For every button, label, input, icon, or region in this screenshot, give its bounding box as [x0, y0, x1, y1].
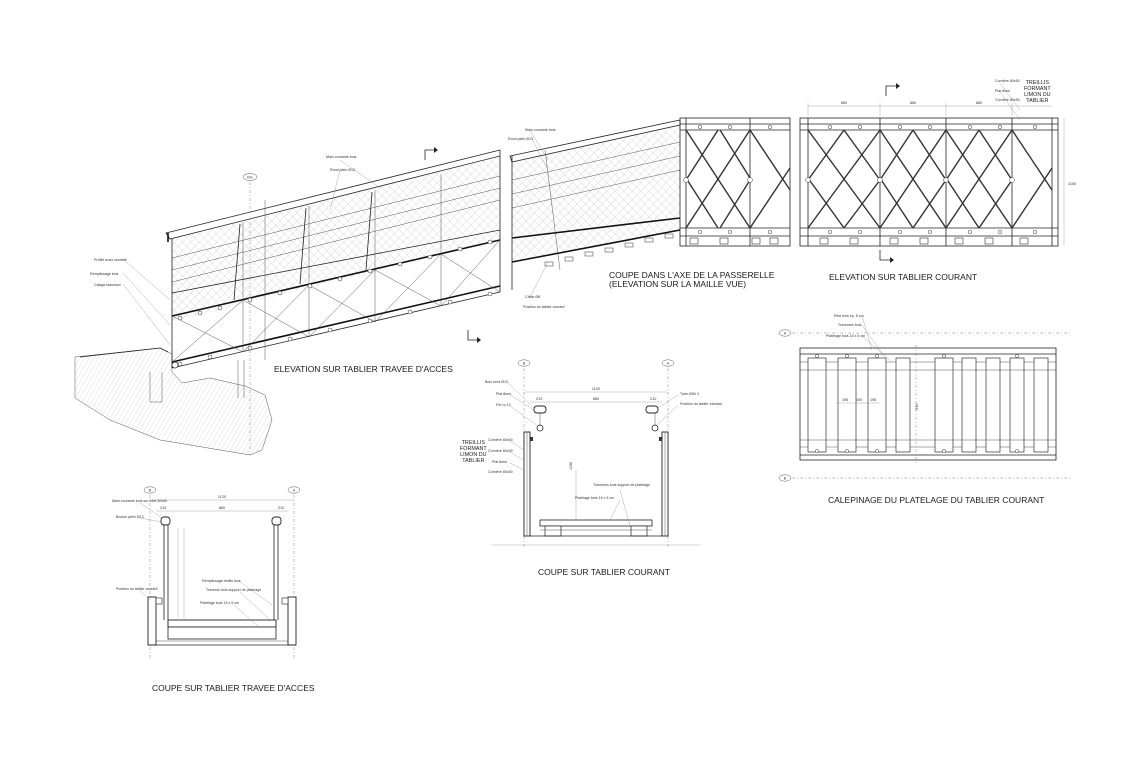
note: Plat 8mm: [492, 460, 507, 464]
title-section-axis-line1: COUPE DANS L'AXE DE LA PASSERELLE: [609, 270, 775, 280]
title-section-access-span: COUPE SUR TABLIER TRAVEE D'ACCES: [152, 683, 315, 693]
dim-panel: 860: [841, 101, 847, 105]
note: Platelage bois 15 x 5 cm: [200, 601, 239, 605]
section-current-notes: Bois rond Ø13 Plat 8mm Fer rp 10 Cornièr…: [485, 380, 722, 527]
section-access-span: B A 1120 210 860 210 Main courante bois …: [112, 486, 301, 660]
truss-label-section-line: TABLIER: [462, 458, 485, 464]
note: Platelage bois 15 x 5 cm: [826, 334, 865, 338]
dim: 210: [536, 397, 542, 401]
note: Calage tasseaux: [94, 283, 121, 287]
note: Cornière 80x50: [488, 438, 513, 442]
note: Rond plein Ø13: [508, 137, 533, 141]
truss-label-top-line: FORMANT: [1024, 86, 1051, 92]
note: Main courante bois: [326, 155, 357, 159]
dim-panel: 860: [976, 101, 982, 105]
note: Plat 8mm: [496, 392, 511, 396]
truss-label-section-line: LIMON DU: [460, 452, 487, 458]
note: Boulon plein Ø13: [116, 515, 144, 519]
note: Profilé acier cannelé: [94, 258, 127, 262]
title-section-current-span: COUPE SUR TABLIER COURANT: [538, 567, 670, 577]
elevation-current-span: 860 860 860 1150 Cornière 80x50 Plat 8mm…: [679, 79, 1076, 263]
axis-marker-a: A: [293, 489, 296, 493]
note: Cornière 80x50: [488, 449, 513, 453]
note: Main courante bois: [525, 128, 556, 132]
title-section-axis: COUPE DANS L'AXE DE LA PASSERELLE (ELEVA…: [609, 271, 774, 289]
note: Remplissage bois: [90, 272, 119, 276]
title-elevation-current-span: ELEVATION SUR TABLIER COURANT: [829, 272, 978, 282]
note: Plat 8mm: [995, 89, 1010, 93]
section-axis-elevation: Main courante bois Rond plein Ø13 Câble …: [508, 119, 681, 309]
note: Bois rond Ø13: [485, 380, 508, 384]
dim: 210: [278, 506, 284, 510]
note: Fer rp 10: [496, 403, 511, 407]
dim: 860: [219, 506, 225, 510]
axis-marker-b: B: [784, 477, 787, 481]
truss-label-section-line: TREILLIS: [461, 440, 486, 446]
note: Rive bois ép. 5 cm: [834, 314, 864, 318]
truss-label-top-line: TABLIER: [1026, 98, 1049, 104]
note: Câble Ø8: [525, 295, 540, 299]
access-truss: [165, 149, 501, 369]
note: Position du tablier existant: [680, 402, 722, 406]
note: Platelage bois 15 x 5 cm: [575, 496, 614, 500]
dim: 210: [160, 506, 166, 510]
title-elevation-access-span: ELEVATION SUR TABLIER TRAVEE D'ACCES: [274, 364, 453, 374]
note: Cornière 80x50: [995, 79, 1020, 83]
dim-panel: 860: [910, 101, 916, 105]
section-access-notes: Main courante bois sur tube 50x50 Boulon…: [112, 499, 273, 629]
note: Position du tablier courant: [116, 587, 158, 591]
truss-label-top-line: LIMON DU: [1024, 92, 1051, 98]
dim: 190: [856, 398, 862, 402]
dim: 210: [650, 397, 656, 401]
axis-marker-a: A: [667, 362, 670, 366]
dim-height: 1150: [569, 462, 573, 470]
elev-access-notes: Profilé acier cannelé Remplissage bois C…: [90, 155, 381, 346]
note: Traverses bois: [838, 323, 862, 327]
note: Traverse bois support de platelage: [206, 588, 261, 592]
axis-marker-a: A: [784, 332, 787, 336]
dim: 930: [915, 404, 919, 410]
dim-width: 1120: [592, 387, 600, 391]
note: Cornière 80x50: [488, 470, 513, 474]
section-arrow: [467, 330, 477, 341]
note: Main courante bois sur tube 50x50: [112, 499, 167, 503]
decking-layout-plan: A B 195 190 195 930 R: [778, 314, 1072, 482]
axis-marker-b: B: [523, 362, 526, 366]
note: Tube Ø60 4: [680, 392, 699, 396]
note: Position du tablier courant: [523, 305, 565, 309]
elevation-access-span: RG: [74, 147, 501, 456]
dim-height: 1150: [1068, 182, 1076, 186]
title-section-axis-line2: (ELEVATION SUR LA MAILLE VUE): [609, 279, 747, 289]
axis-marker-b: B: [149, 489, 152, 493]
title-decking-layout: CALEPINAGE DU PLATELAGE DU TABLIER COURA…: [828, 495, 1045, 505]
dim-width: 1120: [218, 495, 226, 499]
note: Cornière 80x50: [995, 98, 1020, 102]
truss-label-top-line: TREILLIS: [1025, 80, 1050, 86]
pile-marker: RG: [247, 176, 253, 180]
truss-label-section-line: FORMANT: [460, 446, 487, 452]
note: Rond plein Ø13: [330, 168, 355, 172]
note: Traverses bois support de platelage: [593, 483, 650, 487]
section-current-span: B A 1120 210 860 210 1150 Bois rond: [485, 359, 722, 548]
dim: 195: [870, 398, 876, 402]
dim: 195: [842, 398, 848, 402]
dim: 860: [593, 397, 599, 401]
truss-label-top: TREILLIS FORMANT LIMON DU TABLIER: [1024, 80, 1051, 104]
note: Remplissage treillis bois: [202, 579, 241, 583]
section-arrow: [424, 149, 434, 160]
truss-label-section: TREILLIS FORMANT LIMON DU TABLIER: [460, 440, 487, 464]
